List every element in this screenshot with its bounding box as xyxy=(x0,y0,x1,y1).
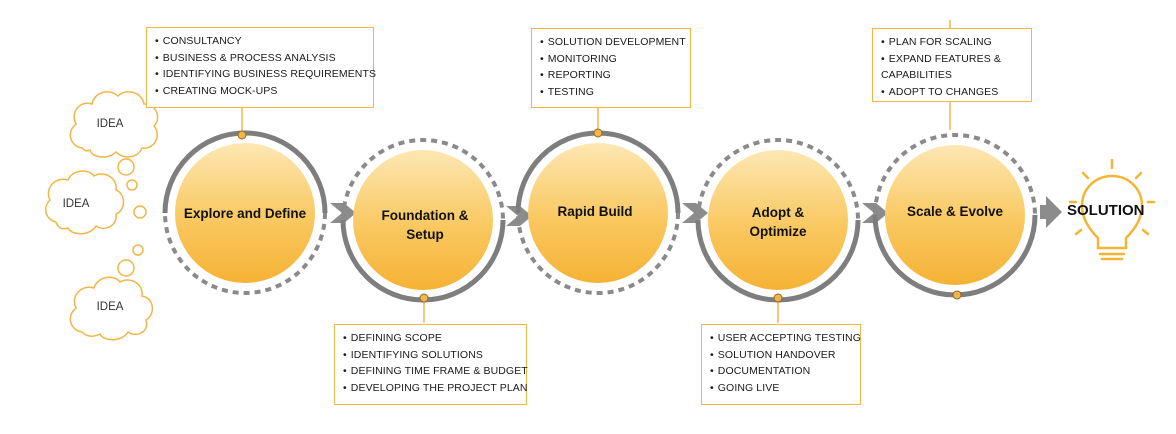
phase-label-2: Foundation & Setup xyxy=(381,208,469,242)
phase-4-details-box: USER ACCEPTING TESTING SOLUTION HANDOVER… xyxy=(701,324,861,405)
list-item: GOING LIVE xyxy=(710,380,852,397)
list-item: TESTING xyxy=(540,84,682,101)
list-item: DEVELOPING THE PROJECT PLAN xyxy=(343,380,528,397)
phase-circle-3 xyxy=(528,143,668,283)
connector-dot-4 xyxy=(773,293,783,303)
thought-bubble xyxy=(133,205,147,219)
list-item: CONSULTANCY xyxy=(155,33,365,50)
idea-label-1: IDEA xyxy=(96,118,124,130)
phase-circle-4 xyxy=(708,150,848,290)
phase-1-details-box: CONSULTANCY BUSINESS & PROCESS ANALYSIS … xyxy=(146,27,376,108)
list-item: SOLUTION HANDOVER xyxy=(710,347,852,364)
idea-label-2: IDEA xyxy=(62,198,90,210)
arrow-3 xyxy=(682,203,708,223)
arrow-5 xyxy=(1040,196,1062,228)
phase-2-details-box: DEFINING SCOPE IDENTIFYING SOLUTIONS DEF… xyxy=(334,324,528,405)
list-item: MONITORING xyxy=(540,51,682,68)
connector-dot-1 xyxy=(237,130,247,140)
list-item: IDENTIFYING BUSINESS REQUIREMENTS xyxy=(155,66,376,83)
list-item: PLAN FOR SCALING xyxy=(881,34,1023,51)
list-item: IDENTIFYING SOLUTIONS xyxy=(343,347,518,364)
phase-circle-1 xyxy=(175,143,315,283)
connector-dot-5 xyxy=(952,290,962,300)
phase-label-1: Explore and Define xyxy=(183,206,307,221)
arrow-4 xyxy=(862,203,888,223)
list-item: ADOPT TO CHANGES xyxy=(881,84,1023,101)
phase-label-4: Adopt & Optimize xyxy=(749,205,807,239)
solution-label: SOLUTION xyxy=(1067,202,1145,219)
phase-label-5: Scale & Evolve xyxy=(906,204,1004,219)
list-item: USER ACCEPTING TESTING xyxy=(710,330,861,347)
list-item: BUSINESS & PROCESS ANALYSIS xyxy=(155,50,365,67)
list-item: REPORTING xyxy=(540,67,682,84)
list-item: CREATING MOCK-UPS xyxy=(155,83,365,100)
phase-circle-5 xyxy=(885,145,1025,285)
list-item: DEFINING TIME FRAME & BUDGET xyxy=(343,363,528,380)
lightbulb-icon xyxy=(1068,158,1156,261)
phase-circle-2 xyxy=(353,150,493,290)
phase-5-details-box: PLAN FOR SCALING EXPAND FEATURES & CAPAB… xyxy=(872,28,1032,102)
thought-bubble xyxy=(132,244,144,256)
idea-cloud-2 xyxy=(45,170,125,235)
phase-label-3: Rapid Build xyxy=(557,204,633,219)
list-item: DEFINING SCOPE xyxy=(343,330,518,347)
thought-bubble xyxy=(117,259,135,277)
thought-bubble xyxy=(126,179,138,191)
thought-bubble xyxy=(117,158,135,176)
list-item: SOLUTION DEVELOPMENT xyxy=(540,34,686,51)
idea-label-3: IDEA xyxy=(96,301,124,313)
connector-dot-3 xyxy=(593,128,603,138)
list-item: EXPAND FEATURES & CAPABILITIES xyxy=(881,51,1011,84)
idea-cloud-1 xyxy=(69,91,159,158)
connector-dot-2 xyxy=(419,293,429,303)
idea-cloud-3 xyxy=(69,276,154,341)
phase-3-details-box: SOLUTION DEVELOPMENT MONITORING REPORTIN… xyxy=(531,28,691,108)
list-item: DOCUMENTATION xyxy=(710,363,852,380)
